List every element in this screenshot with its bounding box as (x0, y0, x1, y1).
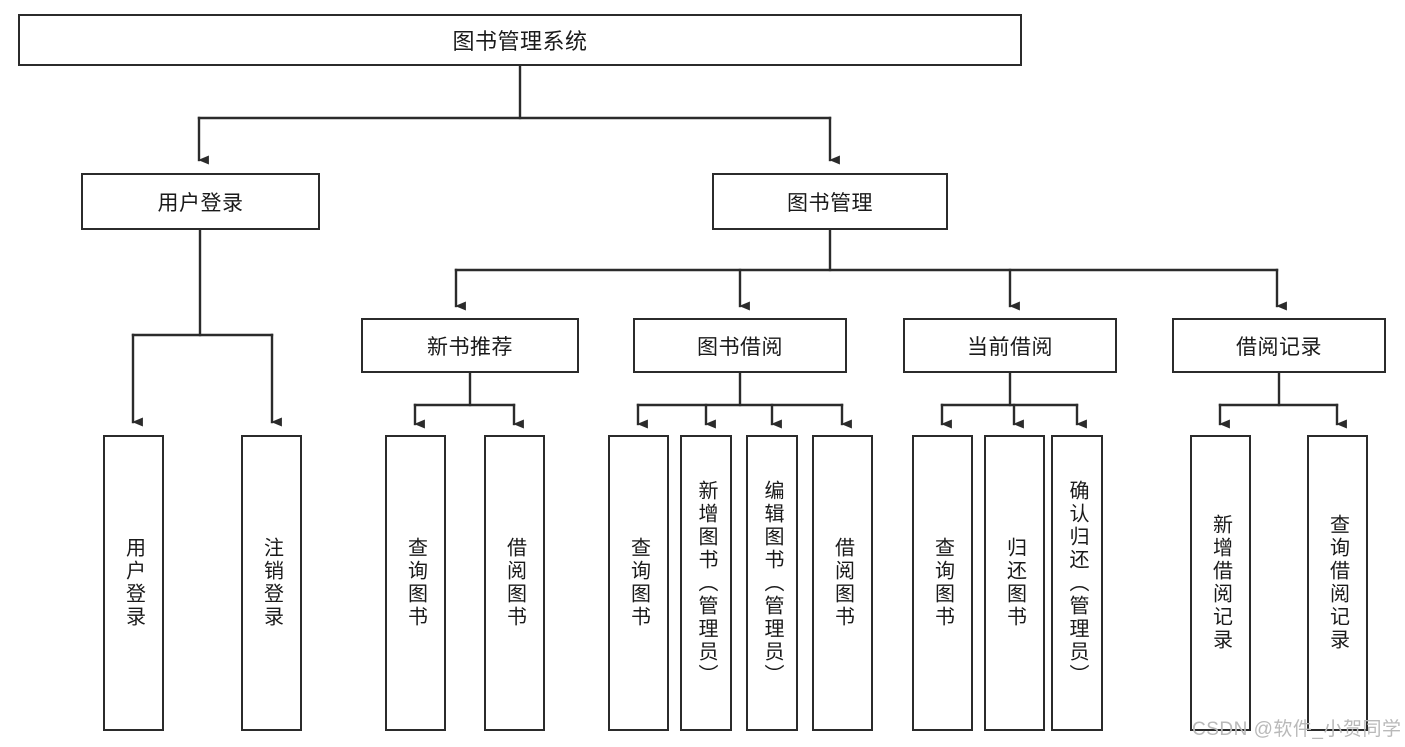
node-root[interactable]: 图书管理系统 (18, 14, 1022, 66)
node-borrow-record[interactable]: 借阅记录 (1172, 318, 1386, 373)
leaf-borrow-book-label: 借阅图书 (831, 537, 854, 629)
leaf-query-borrow-record[interactable]: 查询借阅记录 (1307, 435, 1368, 731)
node-new-book-recommend-label: 新书推荐 (427, 335, 513, 359)
leaf-query-book-rec[interactable]: 查询图书 (385, 435, 446, 731)
node-new-book-recommend[interactable]: 新书推荐 (361, 318, 579, 373)
node-book-manage[interactable]: 图书管理 (712, 173, 948, 230)
node-current-borrow-label: 当前借阅 (967, 335, 1053, 359)
leaf-add-borrow-record-label: 新增借阅记录 (1209, 514, 1232, 652)
node-book-borrow[interactable]: 图书借阅 (633, 318, 847, 373)
leaf-logout-login-label: 注销登录 (260, 537, 283, 629)
leaf-user-login[interactable]: 用户登录 (103, 435, 164, 731)
leaf-add-borrow-record[interactable]: 新增借阅记录 (1190, 435, 1251, 731)
csdn-watermark: CSDN @软件_小贺同学 (1192, 719, 1402, 740)
leaf-confirm-return-admin-label: 确认归还（管理员） (1066, 479, 1088, 687)
leaf-query-book-current[interactable]: 查询图书 (912, 435, 973, 731)
leaf-query-book-current-label: 查询图书 (931, 537, 954, 629)
leaf-query-book-borrow[interactable]: 查询图书 (608, 435, 669, 731)
node-root-label: 图书管理系统 (452, 29, 588, 54)
leaf-query-book-rec-label: 查询图书 (404, 537, 427, 629)
node-user-login-label: 用户登录 (157, 191, 244, 215)
leaf-query-book-borrow-label: 查询图书 (627, 537, 650, 629)
leaf-add-book-admin-label: 新增图书（管理员） (695, 479, 717, 687)
node-user-login[interactable]: 用户登录 (81, 173, 320, 230)
leaf-return-book-label: 归还图书 (1003, 537, 1026, 629)
leaf-borrow-book[interactable]: 借阅图书 (812, 435, 873, 731)
leaf-borrow-book-rec[interactable]: 借阅图书 (484, 435, 545, 731)
leaf-confirm-return-admin[interactable]: 确认归还（管理员） (1051, 435, 1103, 731)
leaf-user-login-label: 用户登录 (122, 537, 145, 629)
leaf-add-book-admin[interactable]: 新增图书（管理员） (680, 435, 732, 731)
leaf-edit-book-admin-label: 编辑图书（管理员） (761, 479, 783, 687)
node-current-borrow[interactable]: 当前借阅 (903, 318, 1117, 373)
leaf-logout-login[interactable]: 注销登录 (241, 435, 302, 731)
leaf-borrow-book-rec-label: 借阅图书 (503, 537, 526, 629)
node-book-borrow-label: 图书借阅 (697, 335, 783, 359)
leaf-return-book[interactable]: 归还图书 (984, 435, 1045, 731)
node-book-manage-label: 图书管理 (787, 191, 873, 215)
leaf-edit-book-admin[interactable]: 编辑图书（管理员） (746, 435, 798, 731)
node-borrow-record-label: 借阅记录 (1236, 335, 1322, 359)
leaf-query-borrow-record-label: 查询借阅记录 (1326, 514, 1349, 652)
